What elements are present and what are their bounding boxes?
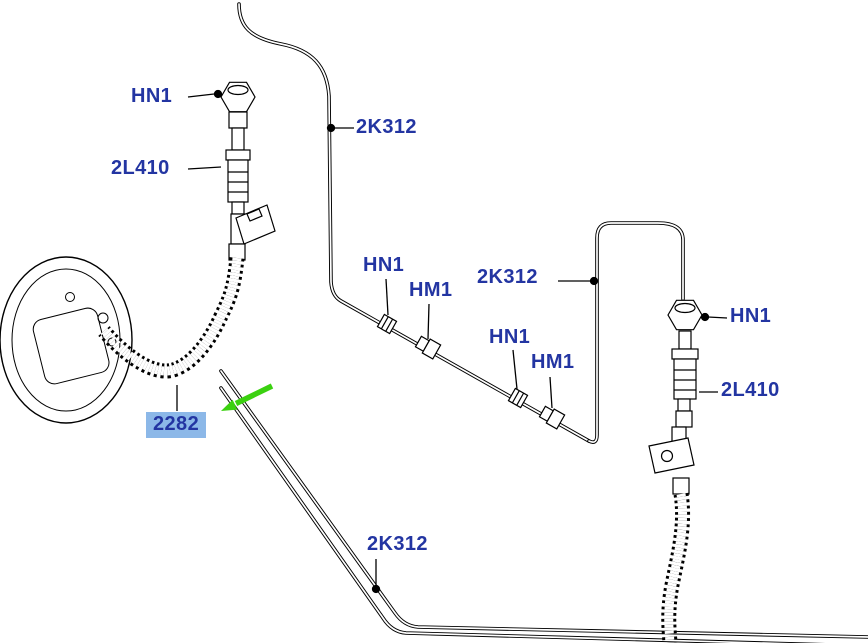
callout-hm1-junction1[interactable]: HM1 [409,279,453,301]
callout-hn1-junction1[interactable]: HN1 [363,254,405,276]
pipe-fittings [376,313,566,430]
callout-hn1-junction2[interactable]: HN1 [489,326,531,348]
callout-2l410-right[interactable]: 2L410 [721,379,780,401]
callout-leaders [176,89,728,594]
left-connector-stack [220,81,276,261]
callout-2k312-right[interactable]: 2K312 [477,266,538,288]
union-junction1 [414,335,442,360]
tube-nut-junction2 [507,387,529,409]
valve-2l410-left [225,111,251,215]
bracket-left [230,204,276,245]
callout-2282-selected[interactable]: 2282 [146,412,207,438]
callout-hn1-right[interactable]: HN1 [730,305,772,327]
valve-2l410-right [671,330,699,428]
pointer-arrow [221,383,274,411]
callout-2l410-left[interactable]: 2L410 [111,157,170,179]
hex-nut-right [667,299,703,331]
callout-2k312-top[interactable]: 2K312 [356,116,417,138]
right-connector-stack [648,299,703,495]
brake-booster-drawing [0,256,133,424]
bracket-right [648,426,695,474]
flex-hose-right [669,494,683,643]
hex-nut-left [220,81,256,113]
callout-hn1-top-left[interactable]: HN1 [131,85,173,107]
tube-nut-junction1 [376,313,398,335]
hose-end-fitting-right [672,477,690,495]
union-junction2 [538,405,566,430]
callout-hm1-junction2[interactable]: HM1 [531,351,575,373]
callout-2k312-bottom[interactable]: 2K312 [367,533,428,555]
